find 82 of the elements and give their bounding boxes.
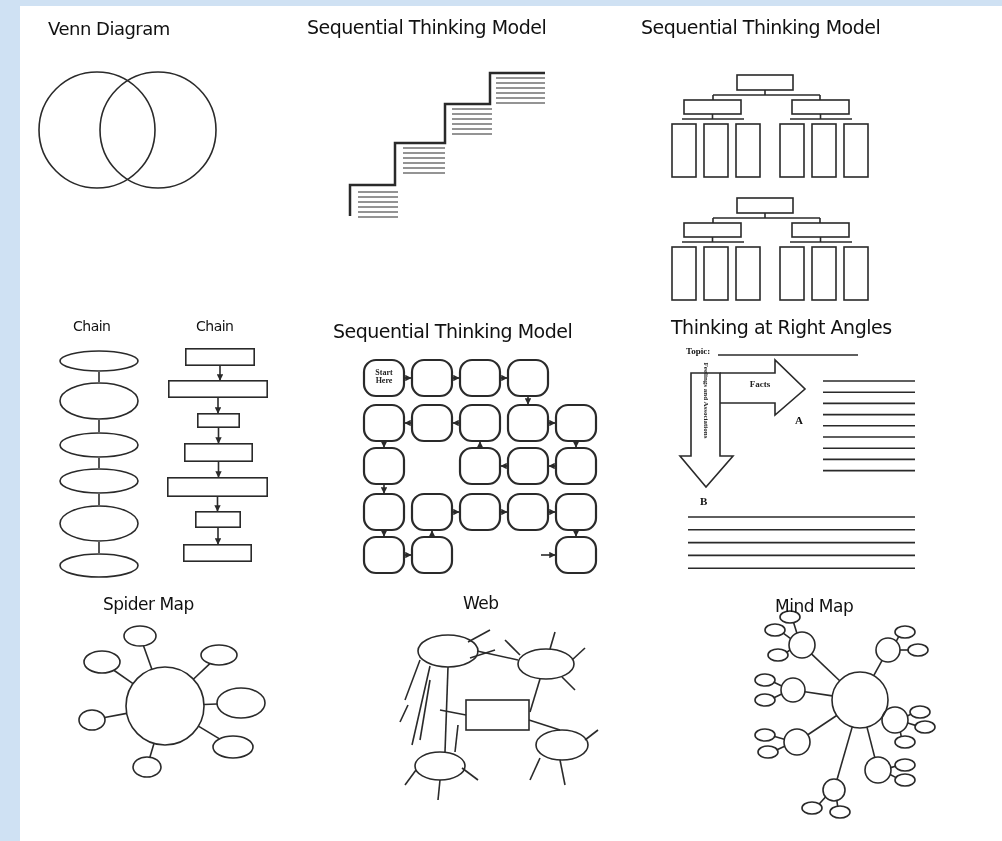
chain-box [195,511,241,528]
arrow [548,419,556,427]
arrow [524,396,532,405]
box-label: Start Here [374,369,394,385]
chain-ellipse [59,468,139,494]
connector-line [98,371,100,383]
arrow [214,397,222,414]
rounded-box [363,493,405,531]
rounded-box [459,359,501,397]
rounded-box [507,493,549,531]
chart-title: Sequential Thinking Model [307,16,547,38]
chart-title: Venn Diagram [48,18,170,39]
rounded-box [459,404,501,442]
arrow [572,530,580,537]
chart-title: Chain [73,318,111,334]
connector-line [98,457,100,469]
arrow [214,527,222,545]
chain-ellipse [59,350,139,372]
rounded-box [507,404,549,442]
point-label: B [700,495,708,507]
rounded-box [411,493,453,531]
connector-line [98,493,100,506]
chain-ellipse [59,382,139,420]
chart-title: Sequential Thinking Model [641,16,881,38]
arrow [380,441,388,448]
rounded-box [363,404,405,442]
chain-box [183,544,252,562]
rounded-box [555,493,597,531]
rounded-box [363,536,405,574]
rounded-box [555,404,597,442]
arrow [216,365,224,381]
arrow [404,374,412,382]
rounded-box [555,447,597,485]
chart-title: Web [463,593,499,613]
arrow [428,530,436,537]
arrow [380,484,388,494]
arrow [215,427,222,444]
rounded-box [411,536,453,574]
chart-title: Thinking at Right Angles [671,316,892,338]
arrow [404,551,412,559]
chain-box [197,413,240,428]
chain-ellipse [59,432,139,458]
arrow [452,508,460,516]
arrow [548,508,556,516]
block-arrow [720,360,805,415]
arrow [214,496,221,512]
arrow [380,530,388,537]
arrow [500,508,508,516]
arrow [452,419,460,427]
arrow [452,374,460,382]
rounded-box [363,447,405,485]
chain-box [185,348,255,366]
chain-ellipse [59,505,139,542]
arrow [572,441,580,448]
chart-title: Mind Map [775,596,854,616]
rounded-box [507,359,549,397]
rounded-box [459,447,501,485]
arrow [540,551,556,559]
arrow [404,419,412,427]
arrow [548,462,556,470]
arrow [500,374,508,382]
arrow [500,462,508,470]
chart-title: Spider Map [103,594,194,614]
chain-box [184,443,253,462]
box-label: Facts [748,380,772,389]
chart-title: Sequential Thinking Model [333,320,573,342]
connector-line [98,541,100,554]
rounded-box [411,359,453,397]
point-label: A [795,414,803,426]
chain-box [167,477,268,497]
chain-ellipse [59,553,139,578]
field-label: Topic: [686,346,711,356]
rounded-box [363,359,405,397]
chain-box [168,380,268,398]
rounded-box [555,536,597,574]
arrow [476,441,484,448]
arrow [215,461,222,478]
rounded-box [411,404,453,442]
chart-title: Chain [196,318,234,334]
connector-line [98,419,100,433]
rounded-box [459,493,501,531]
rounded-box [507,447,549,485]
